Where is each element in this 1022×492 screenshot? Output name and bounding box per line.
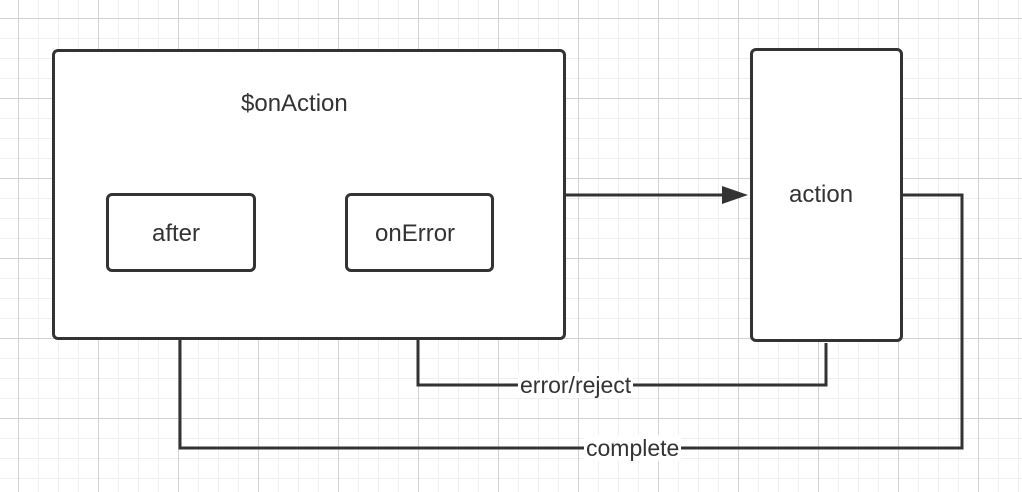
action-box <box>750 48 903 342</box>
after-box <box>106 193 256 272</box>
on-error-label: onError <box>375 220 456 247</box>
on-action-label: $onAction <box>241 90 348 117</box>
after-label: after <box>152 220 201 247</box>
invoke-arrowhead <box>722 186 748 204</box>
action-label: action <box>789 181 854 208</box>
complete-label: complete <box>584 435 682 461</box>
error-reject-label: error/reject <box>518 372 634 398</box>
complete-line <box>178 193 964 450</box>
on-error-box <box>345 193 494 272</box>
edge-invoke <box>565 186 748 204</box>
